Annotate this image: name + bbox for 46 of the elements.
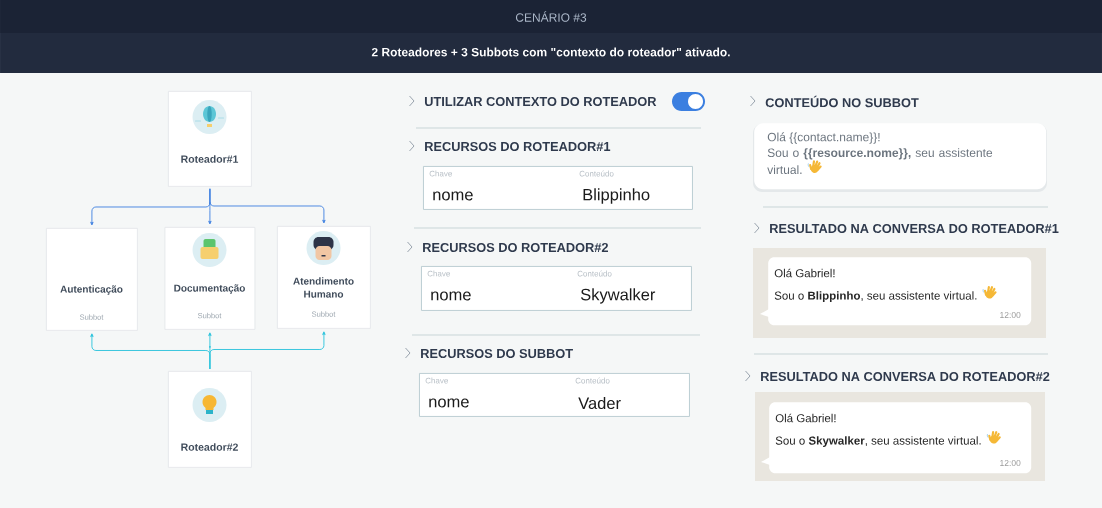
field-value: nome: [431, 291, 471, 301]
node-title: Roteador#1: [181, 155, 239, 163]
field-label: Conteúdo: [579, 170, 614, 177]
field-label: Conteúdo: [575, 377, 610, 384]
subbot-box: [164, 227, 256, 330]
page-title: CENÁRIO #3: [515, 11, 587, 22]
subtitle: 2 Roteadores + 3 Subbots com "contexto do roteador" ativado.: [371, 47, 730, 57]
router-box: [168, 91, 252, 187]
resource-table: [423, 166, 693, 210]
message-text: Olá Gabriel!: [775, 413, 836, 423]
section-heading: RECURSOS DO ROTEADOR#2: [423, 242, 608, 253]
message-text: Olá Gabriel!: [774, 268, 835, 278]
section-heading: RECURSOS DO ROTEADOR#1: [425, 141, 611, 152]
subbot-box: [277, 226, 371, 329]
timestamp: 12:00: [1000, 312, 1021, 318]
field-value: nome: [429, 398, 469, 408]
resource-table: [421, 266, 692, 311]
timestamp: 12:00: [1000, 460, 1021, 466]
node-title: Documentação: [174, 284, 245, 294]
message-text: Sou o Blippinho, seu assistente virtual.: [774, 286, 997, 302]
field-label: Chave: [425, 377, 448, 384]
message-text: Sou o {{resource.nome}}, seu assistente virtual.: [767, 148, 993, 174]
node-title: Autenticação: [60, 285, 123, 295]
resource-table: [419, 373, 690, 417]
field-value: Vader: [578, 396, 621, 410]
message-text: Olá {{contact.name}}!: [767, 132, 880, 144]
message-bubble: [761, 402, 1032, 474]
router-box: [168, 371, 252, 468]
field-label: Chave: [427, 270, 450, 277]
section-heading: RESULTADO NA CONVERSA DO ROTEADOR#2: [761, 371, 1050, 381]
field-label: Conteúdo: [577, 270, 612, 277]
arrow: [209, 188, 326, 224]
section-heading: RECURSOS DO SUBBOT: [421, 348, 573, 359]
field-value: Skywalker: [580, 288, 656, 304]
field-label: Chave: [429, 170, 452, 177]
section-heading: RESULTADO NA CONVERSA DO ROTEADOR#1: [770, 223, 1059, 234]
field-value: Blippinho: [583, 188, 650, 204]
message-text: Sou o Skywalker, seu assistente virtual.: [775, 431, 1001, 447]
arrow: [209, 331, 326, 370]
field-value: nome: [433, 191, 473, 201]
section-heading: CONTEÚDO NO SUBBOT: [765, 95, 919, 108]
message-bubble: [760, 257, 1032, 326]
message-bubble: [753, 123, 1047, 192]
section-heading: UTILIZAR CONTEXTO DO ROTEADOR: [425, 96, 657, 107]
node-title: Atendimento Humano: [293, 277, 354, 298]
node-title: Roteador#2: [181, 443, 238, 451]
